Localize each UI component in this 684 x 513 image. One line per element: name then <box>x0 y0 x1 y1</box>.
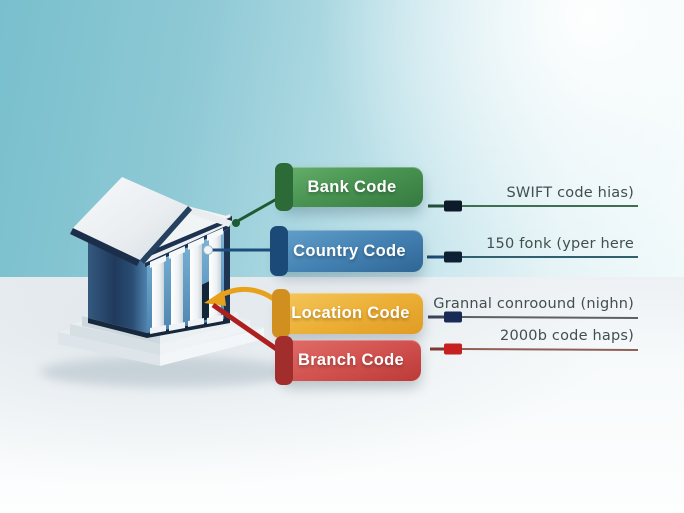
building-roof <box>70 177 232 266</box>
badge-bank-code: Bank Code <box>275 163 423 211</box>
badge-country-code: Country Code <box>270 226 423 276</box>
bank-building-illustration <box>40 177 296 387</box>
annotation-branch-desc: 2000b code haps) <box>500 328 634 344</box>
badge-branch-code: Branch Code <box>275 336 421 385</box>
bank-code-anchor-dot <box>232 219 240 227</box>
country-code-anchor-dot <box>203 245 213 255</box>
annotation-row-1-line <box>428 200 638 212</box>
annotation-row-2-line <box>427 251 638 263</box>
annotation-swift-code: SWIFT code hias) <box>506 185 634 201</box>
building-shadow <box>40 357 296 387</box>
badge-branch-code-label: Branch Code <box>298 351 404 369</box>
badge-country-code-label: Country Code <box>293 241 406 260</box>
badge-location-code: Location Code <box>272 289 423 338</box>
annotation-iso-code: 150 fonk (yper here <box>486 236 634 252</box>
bank-code-connector-line <box>235 194 283 224</box>
annotation-location-desc: Grannal conroound (nighn) <box>433 296 634 312</box>
annotation-row-3-line <box>428 311 639 323</box>
badge-location-code-label: Location Code <box>291 304 410 322</box>
annotation-row-4-line <box>430 343 639 355</box>
location-code-arrowhead <box>204 290 226 306</box>
badge-bank-code-label: Bank Code <box>307 177 397 196</box>
